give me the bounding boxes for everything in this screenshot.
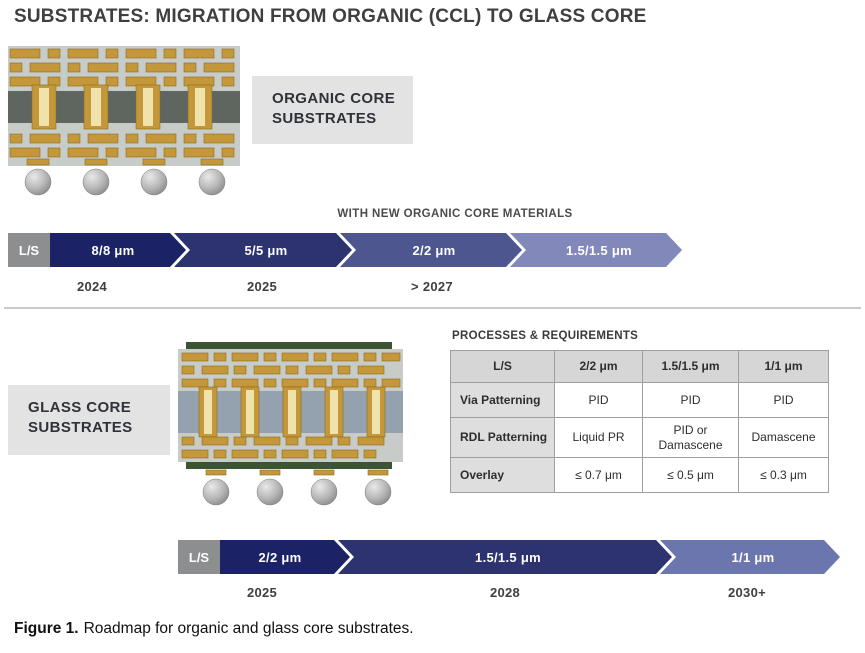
figure-title: SUBSTRATES: MIGRATION FROM ORGANIC (CCL)… — [14, 6, 647, 27]
organic-year-2024: 2024 — [76, 279, 108, 294]
figure-caption: Figure 1.Roadmap for organic and glass c… — [14, 620, 414, 638]
organic-label-line1: ORGANIC CORE — [272, 90, 396, 107]
glass-arrow-1-1: 1/1 μm — [660, 540, 840, 574]
table-cell: ≤ 0.7 μm — [554, 457, 643, 493]
organic-core-label: ORGANIC CORE SUBSTRATES — [252, 76, 413, 144]
table-cell: PID — [642, 382, 739, 418]
table-row-via-patterning: Via Patterning PID PID PID — [450, 382, 829, 418]
row-name-via-patterning: Via Patterning — [450, 382, 555, 418]
figure-caption-text: Roadmap for organic and glass core subst… — [83, 620, 414, 637]
arrow-label: 1.5/1.5 μm — [566, 242, 632, 258]
organic-label-line2: SUBSTRATES — [272, 110, 377, 128]
organic-year-2025: 2025 — [246, 279, 278, 294]
solder-balls — [24, 168, 226, 196]
solder-balls — [202, 478, 392, 506]
table-cell: PID — [738, 382, 829, 418]
glass-ls-box: L/S — [178, 540, 220, 574]
glass-substrate-layers — [178, 342, 403, 476]
row-name-rdl-patterning: RDL Patterning — [450, 417, 555, 458]
organic-year-2027: > 2027 — [411, 279, 453, 294]
glass-core-label: GLASS CORE SUBSTRATES — [8, 385, 170, 455]
processes-table: L/S 2/2 μm 1.5/1.5 μm 1/1 μm Via Pattern… — [450, 350, 829, 493]
organic-arrow-8-8: 8/8 μm — [50, 233, 186, 267]
table-row-rdl-patterning: RDL Patterning Liquid PR PID or Damascen… — [450, 417, 829, 458]
figure-caption-number: Figure 1. — [14, 620, 79, 637]
table-cell: PID or Damascene — [642, 417, 739, 458]
table-header-row: L/S 2/2 μm 1.5/1.5 μm 1/1 μm — [450, 350, 829, 383]
glass-arrow-1p5: 1.5/1.5 μm — [338, 540, 672, 574]
section-divider — [4, 307, 861, 309]
new-organic-materials-note: WITH NEW ORGANIC CORE MATERIALS — [337, 208, 573, 220]
table-cell: Damascene — [738, 417, 829, 458]
arrow-label: 2/2 μm — [258, 549, 302, 565]
table-header-1-1: 1/1 μm — [738, 350, 829, 383]
arrow-label: 1/1 μm — [731, 549, 775, 565]
organic-substrate-illustration — [8, 46, 240, 196]
arrow-label: 5/5 μm — [244, 242, 288, 258]
organic-arrow-5-5: 5/5 μm — [174, 233, 352, 267]
glass-arrow-2-2: 2/2 μm — [220, 540, 350, 574]
table-header-ls: L/S — [450, 350, 555, 383]
processes-table-title: PROCESSES & REQUIREMENTS — [452, 330, 639, 342]
arrow-label: 8/8 μm — [91, 242, 135, 258]
table-cell: Liquid PR — [554, 417, 643, 458]
table-row-overlay: Overlay ≤ 0.7 μm ≤ 0.5 μm ≤ 0.3 μm — [450, 457, 829, 493]
organic-arrow-2-2: 2/2 μm — [340, 233, 522, 267]
arrow-label: 1.5/1.5 μm — [475, 549, 541, 565]
glass-year-2028: 2028 — [489, 585, 521, 600]
glass-year-2025: 2025 — [246, 585, 278, 600]
table-cell: ≤ 0.3 μm — [738, 457, 829, 493]
row-name-overlay: Overlay — [450, 457, 555, 493]
table-header-2-2: 2/2 μm — [554, 350, 643, 383]
organic-arrow-1p5: 1.5/1.5 μm — [510, 233, 682, 267]
table-header-1p5: 1.5/1.5 μm — [642, 350, 739, 383]
organic-substrate-layers — [8, 46, 240, 166]
arrow-label: 2/2 μm — [412, 242, 456, 258]
glass-substrate-illustration — [178, 342, 403, 506]
organic-ls-box: L/S — [8, 233, 50, 267]
glass-label-line1: GLASS CORE — [28, 399, 132, 416]
glass-label-line2: SUBSTRATES — [28, 419, 133, 437]
table-cell: PID — [554, 382, 643, 418]
glass-year-2030: 2030+ — [727, 585, 766, 600]
table-cell: ≤ 0.5 μm — [642, 457, 739, 493]
